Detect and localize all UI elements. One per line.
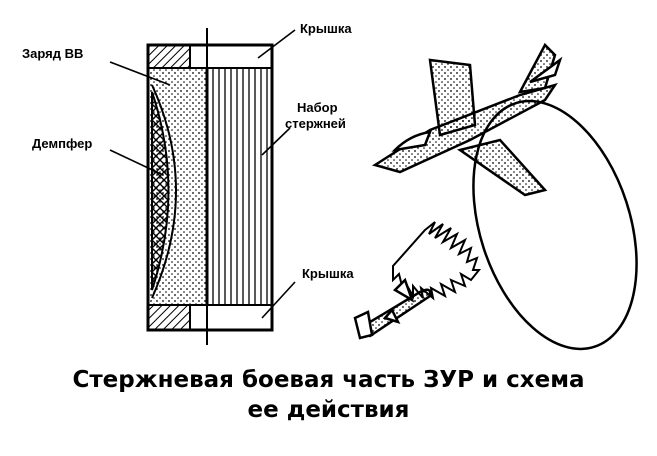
top-cover-hatch bbox=[147, 44, 191, 69]
damper bbox=[151, 91, 170, 291]
rod-set bbox=[208, 68, 272, 305]
caption-line-1: Стержневая боевая часть ЗУР и схема bbox=[72, 367, 585, 393]
bottom-cover bbox=[189, 304, 273, 331]
label-cover-top: Крышка bbox=[300, 21, 352, 36]
label-explosive-charge: Заряд ВВ bbox=[22, 46, 83, 61]
caption-line-2: ее действия bbox=[247, 397, 410, 423]
fragment-cloud bbox=[392, 221, 482, 301]
leader-lines bbox=[109, 29, 296, 319]
label-damper: Демпфер bbox=[32, 136, 92, 151]
warhead-cross-section bbox=[146, 28, 274, 345]
label-rod-set-1: Набор bbox=[297, 100, 338, 115]
airplane-illustration bbox=[371, 42, 638, 351]
label-cover-bottom: Крышка bbox=[302, 266, 354, 281]
bottom-cover-hatch bbox=[147, 304, 191, 331]
label-rod-set-2: стержней bbox=[285, 116, 346, 131]
missile-illustration bbox=[353, 277, 432, 340]
